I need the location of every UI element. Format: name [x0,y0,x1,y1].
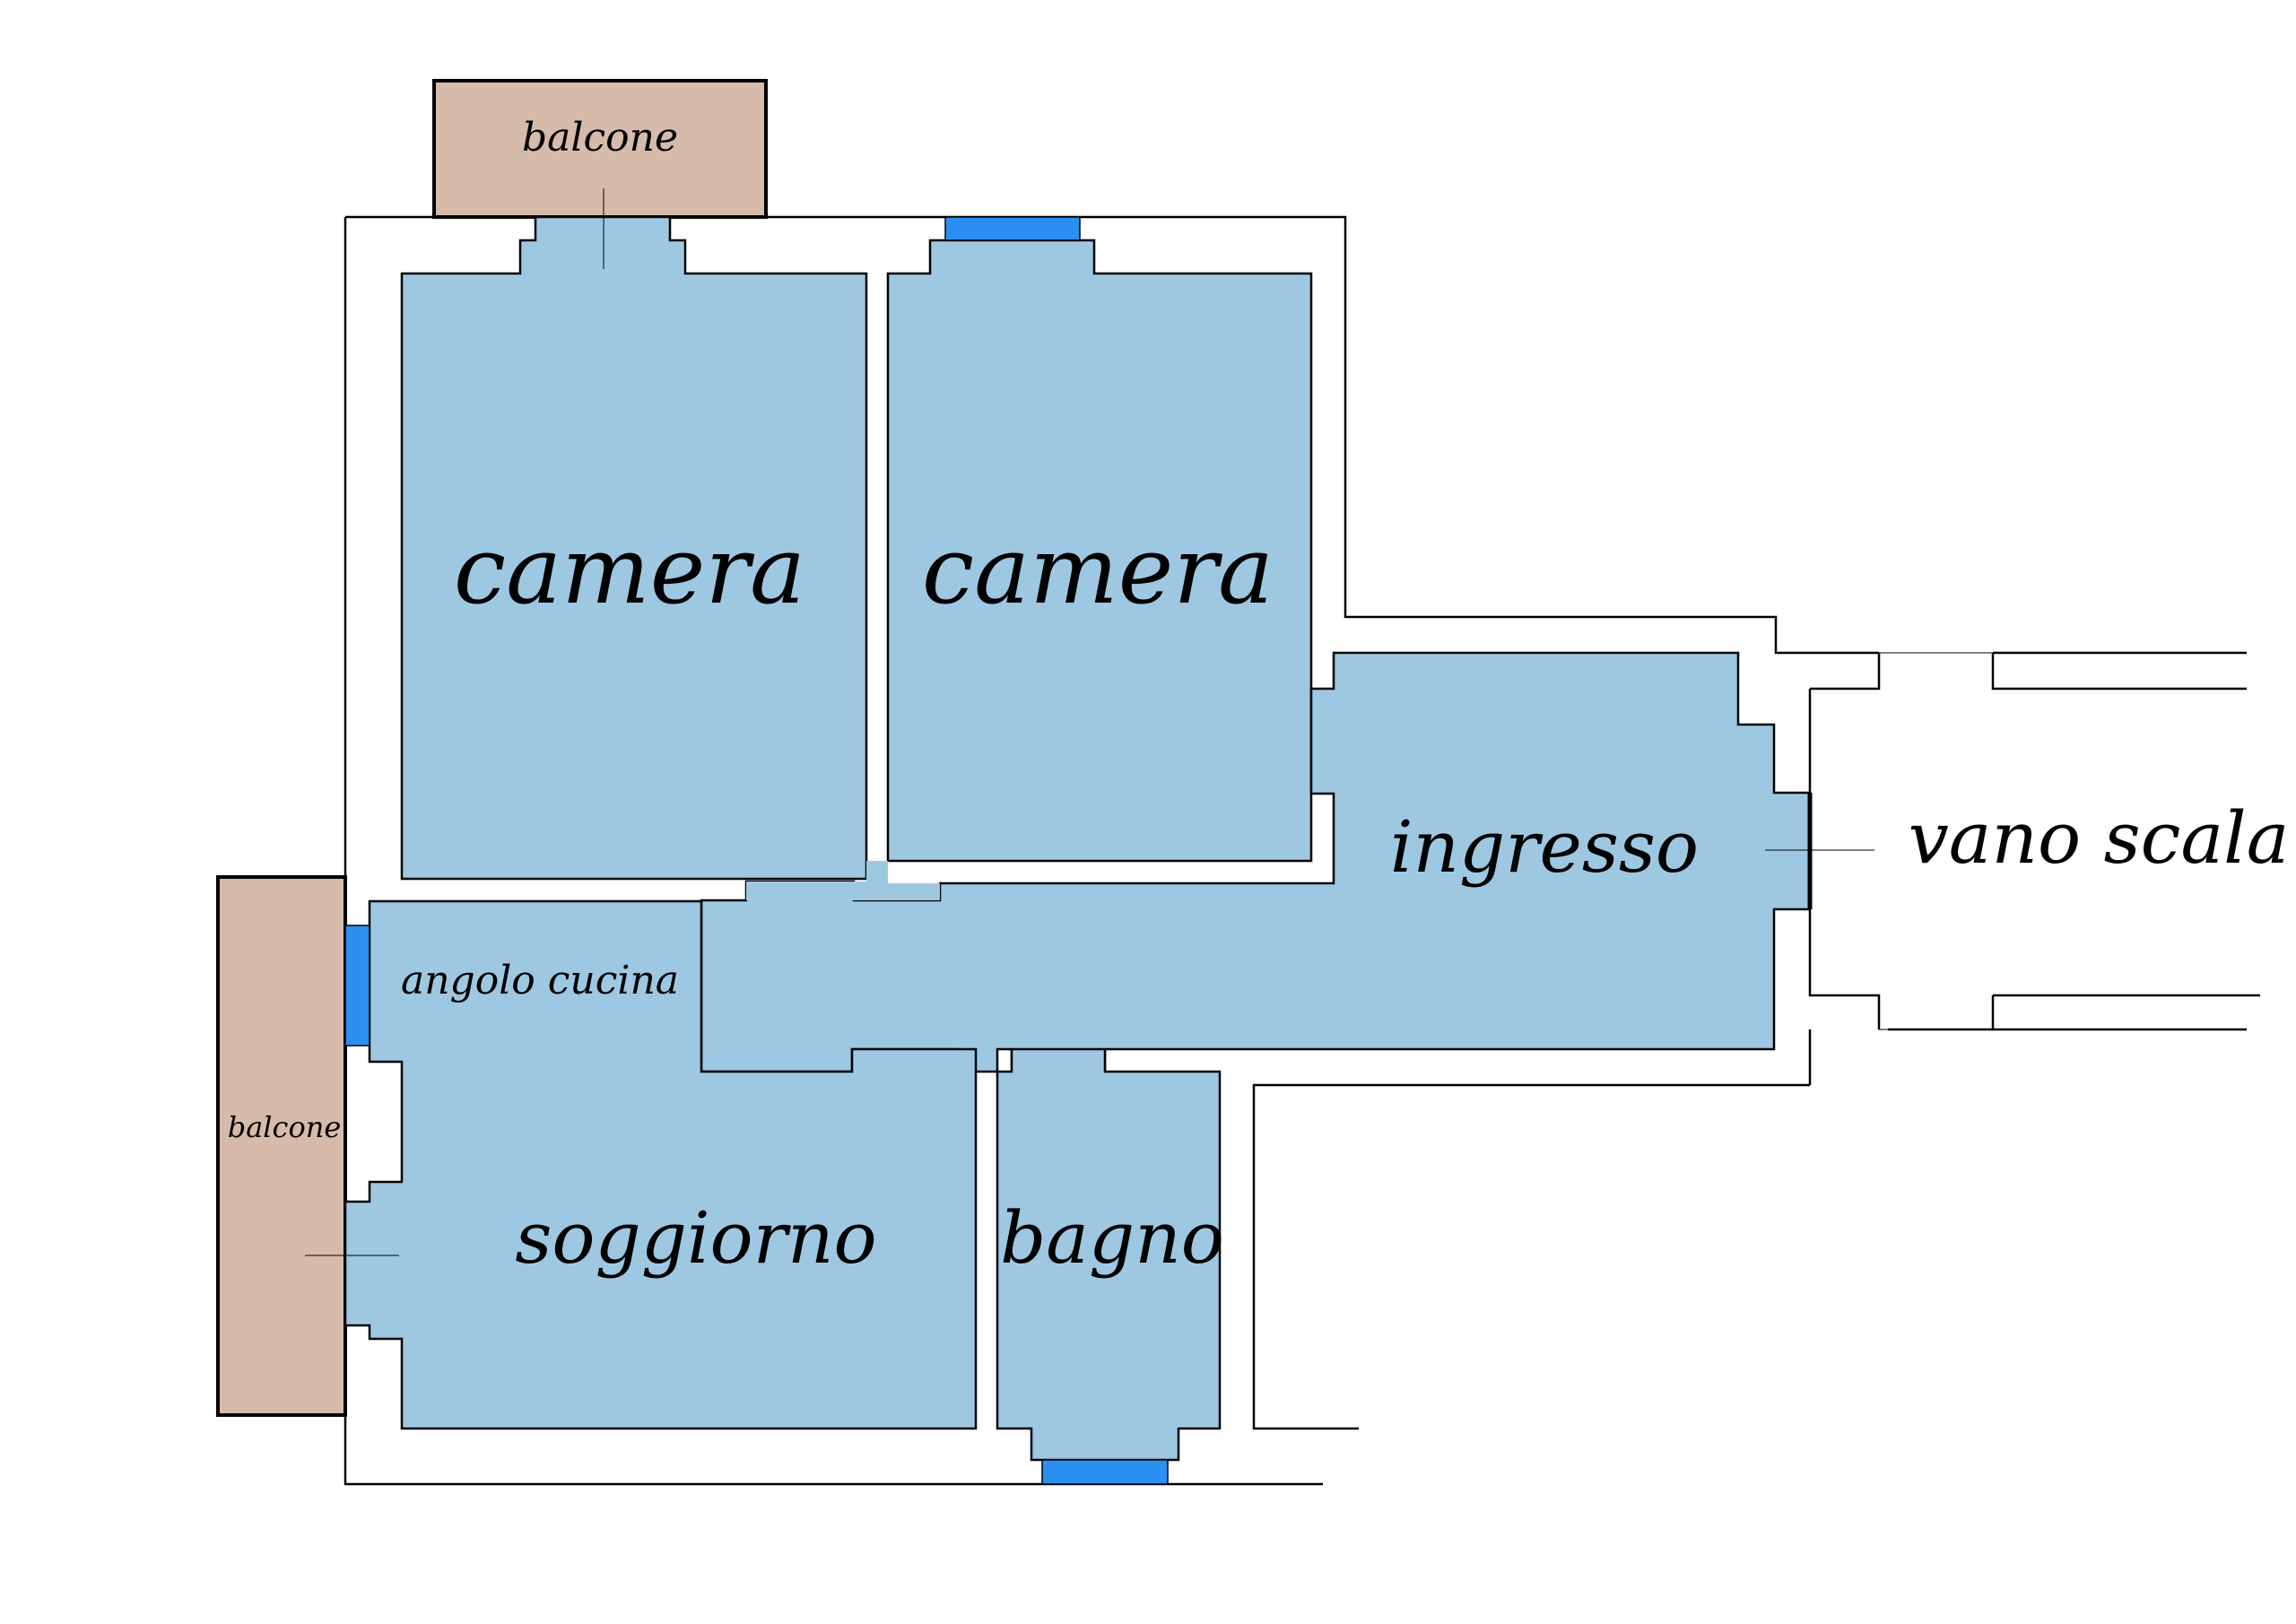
label-bagno: bagno [1000,1196,1224,1280]
label-angolo-cucina: angolo cucina [401,958,679,1003]
stair-walls [1808,653,2247,1031]
label-vano-scala: vano scala [1909,796,2290,880]
hallway [854,861,940,900]
room-bagno [996,1047,1222,1462]
balcony-left [216,875,347,1417]
label-balcone-left: balcone [228,1110,342,1144]
balcony-top [432,79,768,219]
room-soggiorno [344,899,978,1430]
window-camera-right [944,216,1081,241]
label-balcone-top: balcone [522,115,678,161]
label-ingresso: ingresso [1390,805,1699,889]
window-bagno [1041,1459,1169,1485]
label-camera-right: camera [922,516,1274,625]
window-cucina [344,925,370,1046]
hallway-connector [746,881,854,900]
label-soggiorno: soggiorno [515,1196,876,1280]
room-camera-right [886,239,1313,863]
label-camera-left: camera [454,516,805,625]
